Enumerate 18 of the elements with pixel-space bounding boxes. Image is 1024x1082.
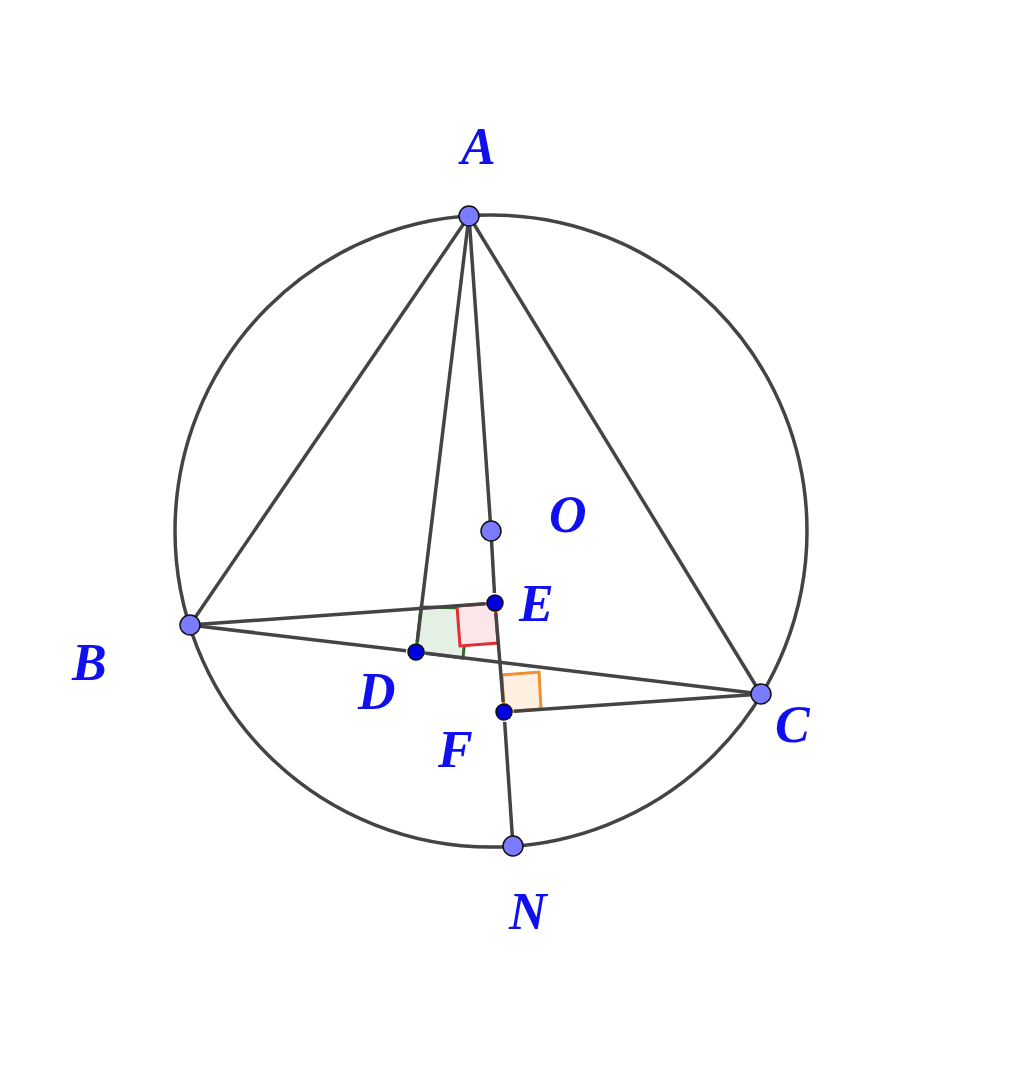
point-label: F: [438, 724, 473, 776]
line-segment: [502, 721, 515, 837]
point-label: O: [549, 489, 587, 541]
point-label: C: [775, 699, 810, 751]
line-segment: [194, 223, 465, 618]
line-segment: [425, 651, 752, 695]
line-segment: [415, 225, 470, 643]
point-label: N: [509, 886, 547, 938]
line-segment: [199, 624, 407, 653]
point-label: E: [519, 578, 554, 630]
line-segment: [199, 601, 486, 627]
line-segment: [494, 612, 505, 703]
line-segment: [513, 692, 752, 714]
line-segment: [467, 225, 493, 522]
point-label: B: [72, 637, 107, 689]
point-label: D: [358, 666, 396, 718]
line-segment: [472, 223, 758, 687]
line-segment: [489, 540, 497, 594]
